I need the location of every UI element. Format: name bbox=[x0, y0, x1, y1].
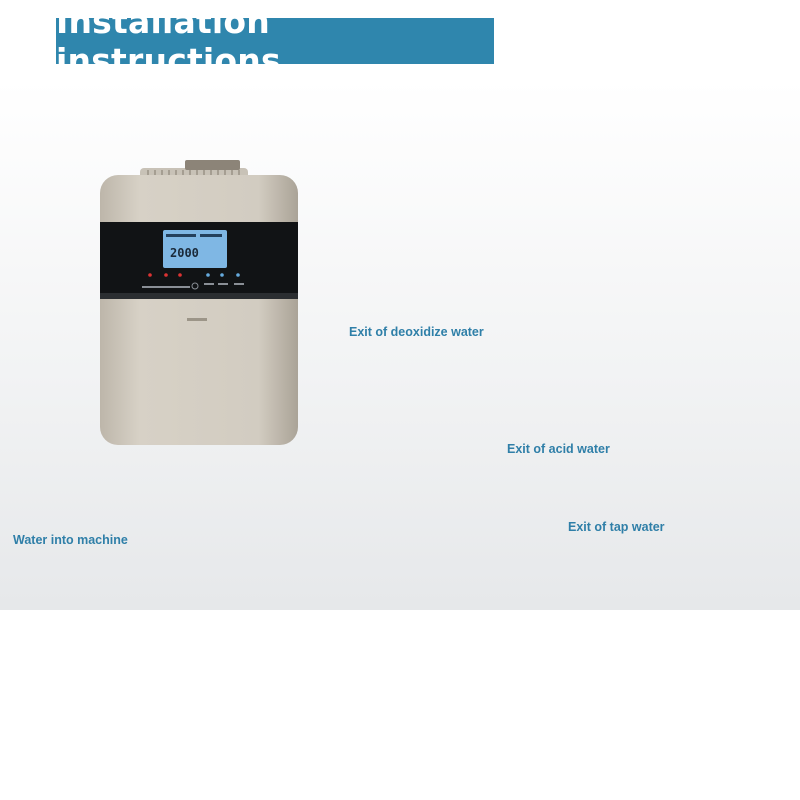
label-deoxidize-water: Exit of deoxidize water bbox=[349, 325, 484, 339]
label-tap-water: Exit of tap water bbox=[568, 520, 665, 534]
ionizer-machine bbox=[100, 160, 298, 445]
label-water-into-machine: Water into machine bbox=[13, 533, 128, 547]
under-counter bbox=[0, 626, 800, 800]
title-banner: Installation instructions bbox=[56, 2, 494, 80]
lcd-screen bbox=[163, 230, 227, 268]
label-acid-water: Exit of acid water bbox=[507, 442, 610, 456]
lcd-reading: 2000 bbox=[170, 246, 199, 260]
page-title: Installation instructions bbox=[56, 2, 281, 80]
